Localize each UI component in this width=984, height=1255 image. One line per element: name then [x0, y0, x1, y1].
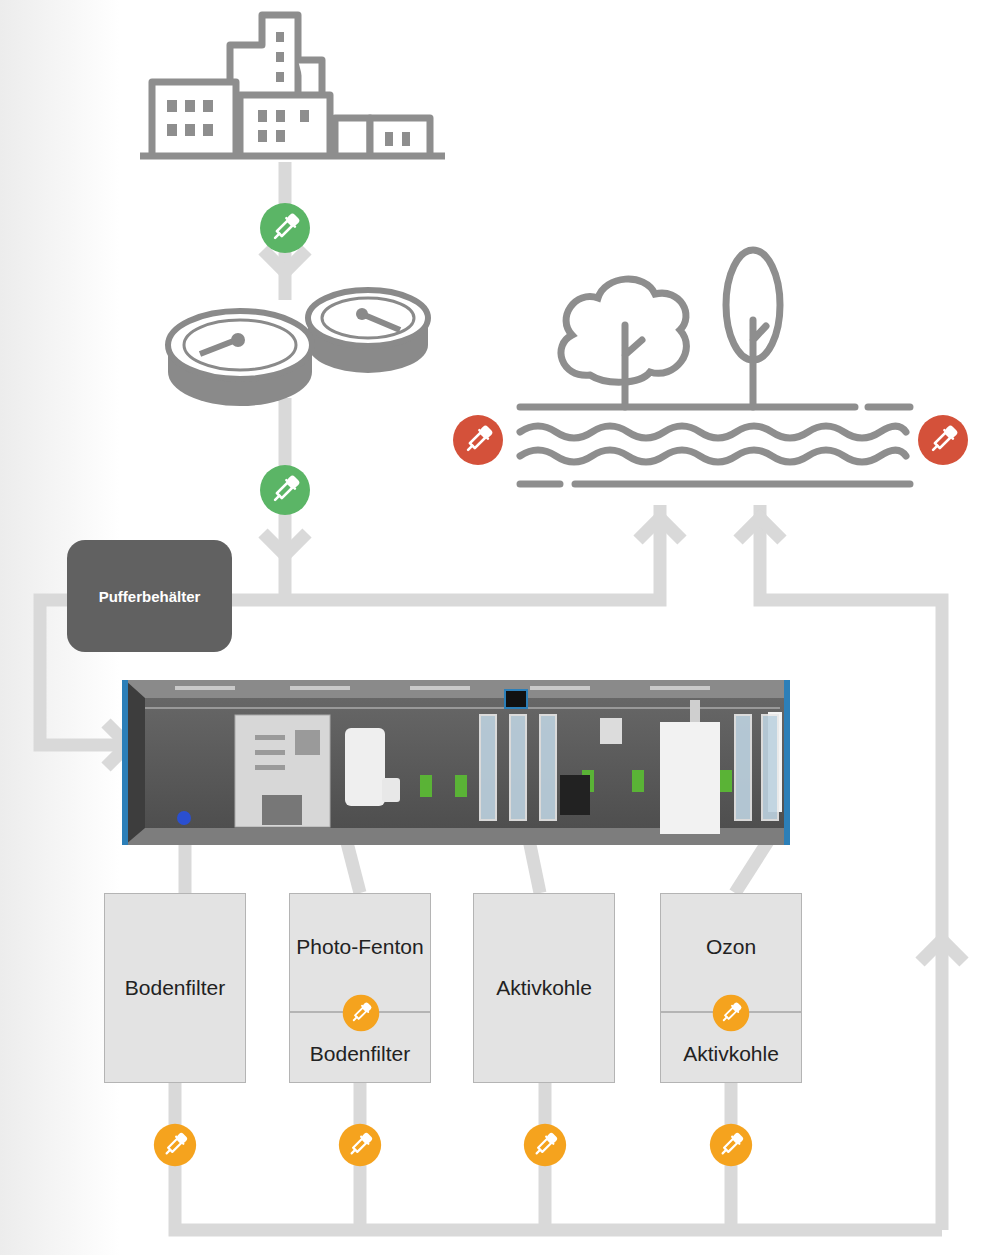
box-label: Photo-Fenton: [296, 934, 423, 960]
sample-dropper: [154, 1124, 196, 1166]
box-label: Bodenfilter: [125, 975, 225, 1001]
sample-dropper: [339, 1124, 381, 1166]
process-box: Bodenfilter: [104, 893, 246, 1083]
process-box: Photo-Fenton: [289, 893, 431, 1012]
process-box: Aktivkohle: [660, 1012, 802, 1083]
box-label: Aktivkohle: [496, 975, 592, 1001]
sample-dropper: [710, 1124, 752, 1166]
box-label: Bodenfilter: [310, 1041, 410, 1067]
process-box: Ozon: [660, 893, 802, 1012]
sample-dropper: [260, 203, 310, 253]
sample-dropper: [918, 415, 968, 465]
clarifier-icon: [168, 290, 428, 406]
sampling-points: [154, 203, 968, 1166]
sample-dropper: [453, 415, 503, 465]
sample-dropper: [524, 1124, 566, 1166]
sample-dropper: [713, 995, 750, 1032]
box-label: Pufferbehälter: [99, 588, 201, 605]
sample-dropper: [343, 995, 380, 1032]
flow-lines: [40, 162, 964, 1230]
box-label: Aktivkohle: [683, 1041, 779, 1067]
sample-dropper: [260, 465, 310, 515]
process-box: Aktivkohle: [473, 893, 615, 1083]
process-box: Bodenfilter: [289, 1012, 431, 1083]
city-icon: [140, 15, 445, 156]
box-label: Ozon: [706, 934, 756, 960]
buffer-tank: Pufferbehälter: [67, 540, 232, 652]
treatment-container: [122, 680, 790, 845]
river-icon: [520, 250, 910, 484]
